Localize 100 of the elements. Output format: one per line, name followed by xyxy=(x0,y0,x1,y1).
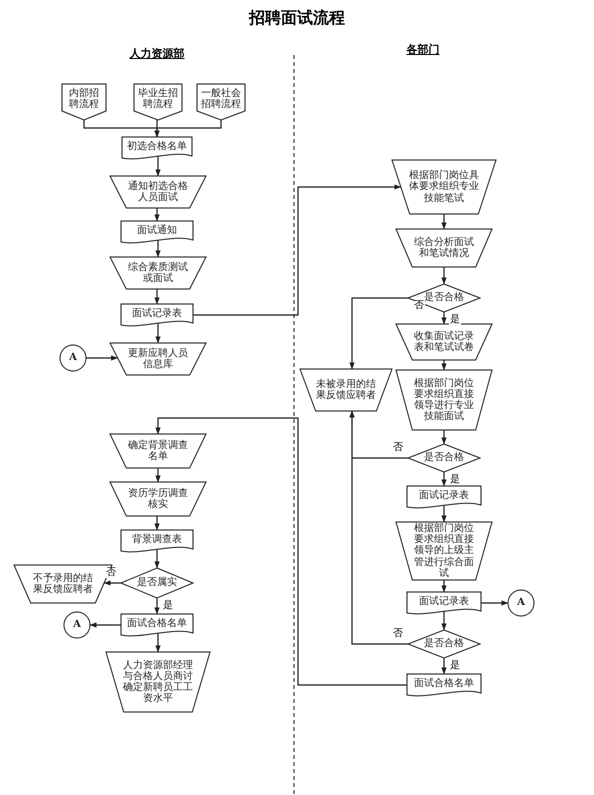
step-text: 资历学历调查核实 xyxy=(127,488,189,510)
connector-arrow xyxy=(155,323,161,344)
edge-label: 否 xyxy=(392,443,404,453)
step-text: 是否合格 xyxy=(424,292,464,304)
connector-arrow xyxy=(155,156,161,176)
document-box xyxy=(121,221,193,243)
connector-label: A xyxy=(517,597,525,609)
document-box xyxy=(407,486,481,508)
connector-arrow xyxy=(154,598,160,614)
connector-arrow xyxy=(441,312,447,324)
manual-operation-box xyxy=(110,343,206,375)
connector-arrow xyxy=(441,360,447,370)
connector-arrow xyxy=(86,355,118,361)
step-text: 人力资源部经理与合格人员商讨确定新聘员工工资水平 xyxy=(123,660,193,704)
step-text: 是否合格 xyxy=(424,638,464,650)
decision-diamond xyxy=(408,284,480,312)
manual-operation-box xyxy=(110,482,206,516)
manual-operation-box xyxy=(110,176,206,208)
connector-arrow xyxy=(349,410,408,645)
step-text: 一般社会招聘流程 xyxy=(200,88,242,110)
connector-arrow xyxy=(441,267,447,284)
connector-arrow xyxy=(441,505,447,522)
connector-arrow xyxy=(155,240,161,258)
manual-operation-box xyxy=(396,324,492,360)
step-text: 是否合格 xyxy=(424,452,464,464)
decision-diamond xyxy=(121,568,193,598)
step-text: 收集面试记录表和笔试试卷 xyxy=(413,330,475,354)
edge-label: 是 xyxy=(449,315,461,325)
step-text: 综合分析面试和笔试情况 xyxy=(413,236,475,260)
step-text: 初选合格名单 xyxy=(127,140,187,152)
step-text: 面试通知 xyxy=(137,224,177,236)
connector-arrow xyxy=(441,580,447,592)
connector-circle xyxy=(64,612,90,638)
connector-arrow xyxy=(441,430,447,444)
edge-label: 是 xyxy=(449,661,461,671)
step-text: 通知初选合格人员面试 xyxy=(127,180,189,204)
connector-arrow xyxy=(441,611,447,630)
connector-arrow xyxy=(155,633,161,652)
document-box xyxy=(121,530,193,552)
step-text: 面试记录表 xyxy=(419,490,469,502)
step-text: 综合素质测试或面试 xyxy=(127,262,189,284)
document-box xyxy=(407,674,481,696)
connector-arrow xyxy=(441,658,447,674)
manual-operation-box xyxy=(110,257,206,289)
connector-arrow xyxy=(349,297,408,370)
step-text: 不予录用的结果反馈应聘者 xyxy=(32,572,94,596)
manual-operation-box xyxy=(396,522,492,580)
connector-label: A xyxy=(69,352,77,364)
step-text: 确定背景调查名单 xyxy=(127,440,189,462)
step-text: 未被录用的结果反馈应聘者 xyxy=(315,378,377,402)
manual-operation-box xyxy=(396,370,492,430)
offpage-connector xyxy=(62,84,106,120)
edge-label: 是 xyxy=(162,601,174,611)
connector-circle xyxy=(508,590,534,616)
diagram-title: 招聘面试流程 xyxy=(249,8,345,29)
step-text: 是否属实 xyxy=(137,577,177,589)
connector-arrow xyxy=(481,600,508,606)
connector-arrow xyxy=(155,417,407,686)
document-box xyxy=(122,137,192,159)
step-text: 内部招聘流程 xyxy=(68,88,100,110)
manual-operation-box xyxy=(106,652,210,712)
offpage-connector xyxy=(134,84,182,120)
edge-label: 否 xyxy=(392,629,404,639)
document-box xyxy=(121,614,193,636)
document-box xyxy=(407,592,481,614)
step-text: 背景调查表 xyxy=(132,534,182,546)
step-text: 毕业生招聘流程 xyxy=(137,88,179,110)
step-text: 面试合格名单 xyxy=(127,618,187,630)
step-text: 更新应聘人员信息库 xyxy=(127,348,189,370)
connector-arrow xyxy=(104,580,121,586)
connector-arrow xyxy=(154,289,160,304)
offpage-connector xyxy=(197,84,245,120)
step-text: 根据部门岗位具体要求组织专业技能笔试 xyxy=(409,170,479,204)
step-text: 根据部门岗位要求组织直接领导进行专业技能面试 xyxy=(413,378,475,422)
manual-operation-box xyxy=(392,160,496,214)
connector-arrow xyxy=(155,468,161,482)
connector-arrow xyxy=(154,549,160,568)
edge-label: 是 xyxy=(449,475,461,485)
document-box xyxy=(121,304,193,326)
step-text: 根据部门岗位要求组织直接领导的上级主管进行综合面试 xyxy=(413,523,475,579)
connector-arrow xyxy=(154,208,160,222)
connector-circle xyxy=(60,345,86,371)
edge-label: 否 xyxy=(413,301,425,311)
manual-operation-box xyxy=(300,369,392,411)
decision-diamond xyxy=(408,444,480,472)
step-text: 面试记录表 xyxy=(132,308,182,320)
lane-header: 人力资源部 xyxy=(130,46,184,61)
step-text: 面试合格名单 xyxy=(414,678,474,690)
connector-label: A xyxy=(73,619,81,631)
connector-arrow xyxy=(193,184,402,316)
connector-arrow xyxy=(441,472,447,486)
step-text: 面试记录表 xyxy=(419,596,469,608)
connector-arrow xyxy=(154,120,222,138)
connector-arrow xyxy=(90,622,121,628)
decision-diamond xyxy=(408,630,480,658)
connector-arrow xyxy=(441,214,447,230)
lane-header: 各部门 xyxy=(406,42,440,57)
manual-operation-box xyxy=(396,229,492,267)
connector-arrow xyxy=(154,516,160,530)
manual-operation-box xyxy=(110,434,206,468)
